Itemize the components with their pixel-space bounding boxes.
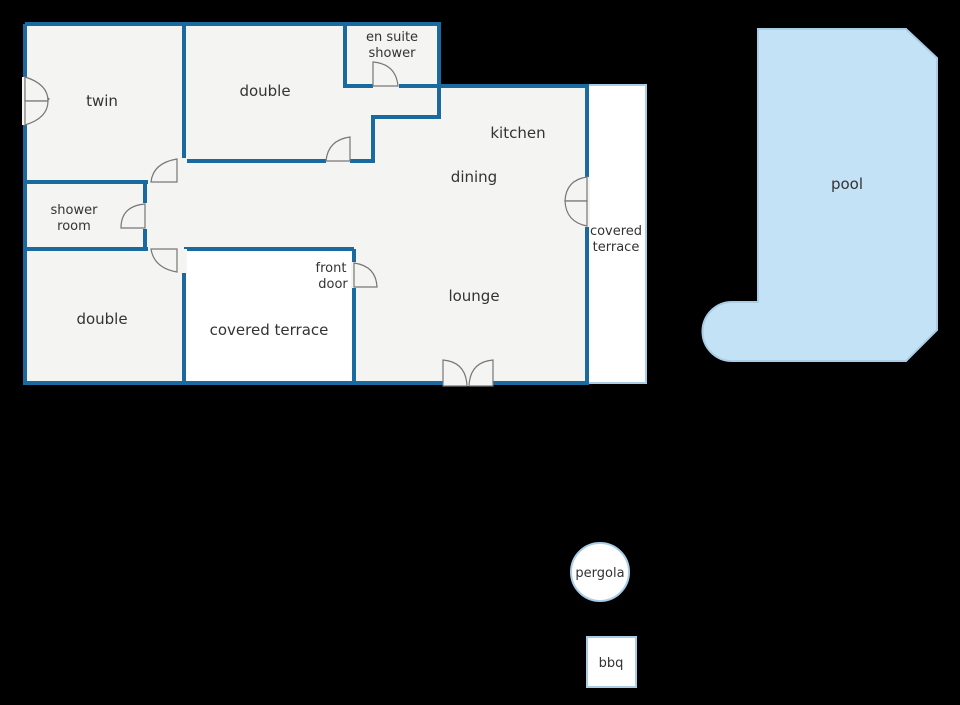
door-front-swing <box>353 262 378 288</box>
wall-double-bottom <box>184 86 441 163</box>
door-gap-lounge <box>443 380 493 386</box>
label-pergola: pergola <box>575 566 624 581</box>
door-shower-swing <box>120 203 146 229</box>
outer-wall <box>23 22 589 385</box>
house <box>22 22 647 387</box>
label-ensuite-line1: en suite <box>366 30 418 45</box>
door-double-bottom-swing <box>150 248 178 273</box>
door-twin-hall-swing <box>150 158 178 183</box>
door-gap-twin-hall <box>181 158 187 184</box>
label-kitchen: kitchen <box>490 124 545 142</box>
label-front-door-line1: front <box>316 261 347 276</box>
door-gap-double-bottom <box>181 249 187 273</box>
room-labels: twin double en suite shower kitchen dini… <box>51 30 643 339</box>
label-twin: twin <box>86 92 118 110</box>
label-pool: pool <box>831 175 863 193</box>
door-ensuite-swing <box>372 61 399 87</box>
wall-ensuite <box>343 24 439 88</box>
label-covered-terrace-side-line2: terrace <box>593 240 640 255</box>
label-double-bottom: double <box>76 310 127 328</box>
label-bbq: bbq <box>599 656 624 671</box>
label-shower-room-line1: shower <box>51 203 99 218</box>
bbq: bbq <box>586 636 637 688</box>
door-side-swing-b <box>564 200 588 227</box>
label-shower-room-line2: room <box>57 219 91 234</box>
pergola: pergola <box>570 542 630 602</box>
label-covered-terrace-front: covered terrace <box>210 321 329 339</box>
house-floor <box>25 24 587 383</box>
door-lounge-swing-b <box>468 359 494 387</box>
door-lounge-swing-a <box>442 359 468 387</box>
door-twin-swing-b <box>24 100 49 126</box>
label-lounge: lounge <box>448 287 499 305</box>
covered-terrace-side-area <box>586 84 647 384</box>
label-double-top: double <box>239 82 290 100</box>
pool: pool <box>701 28 938 362</box>
label-ensuite-line2: shower <box>369 46 417 61</box>
door-double-swing <box>325 136 351 162</box>
pergola-shape <box>570 542 630 602</box>
covered-terrace-front-area <box>185 249 354 383</box>
label-covered-terrace-side-line1: covered <box>590 224 642 239</box>
label-dining: dining <box>451 168 497 186</box>
pool-shape <box>701 28 938 362</box>
bbq-shape <box>586 636 637 688</box>
label-front-door-line2: door <box>318 277 348 292</box>
